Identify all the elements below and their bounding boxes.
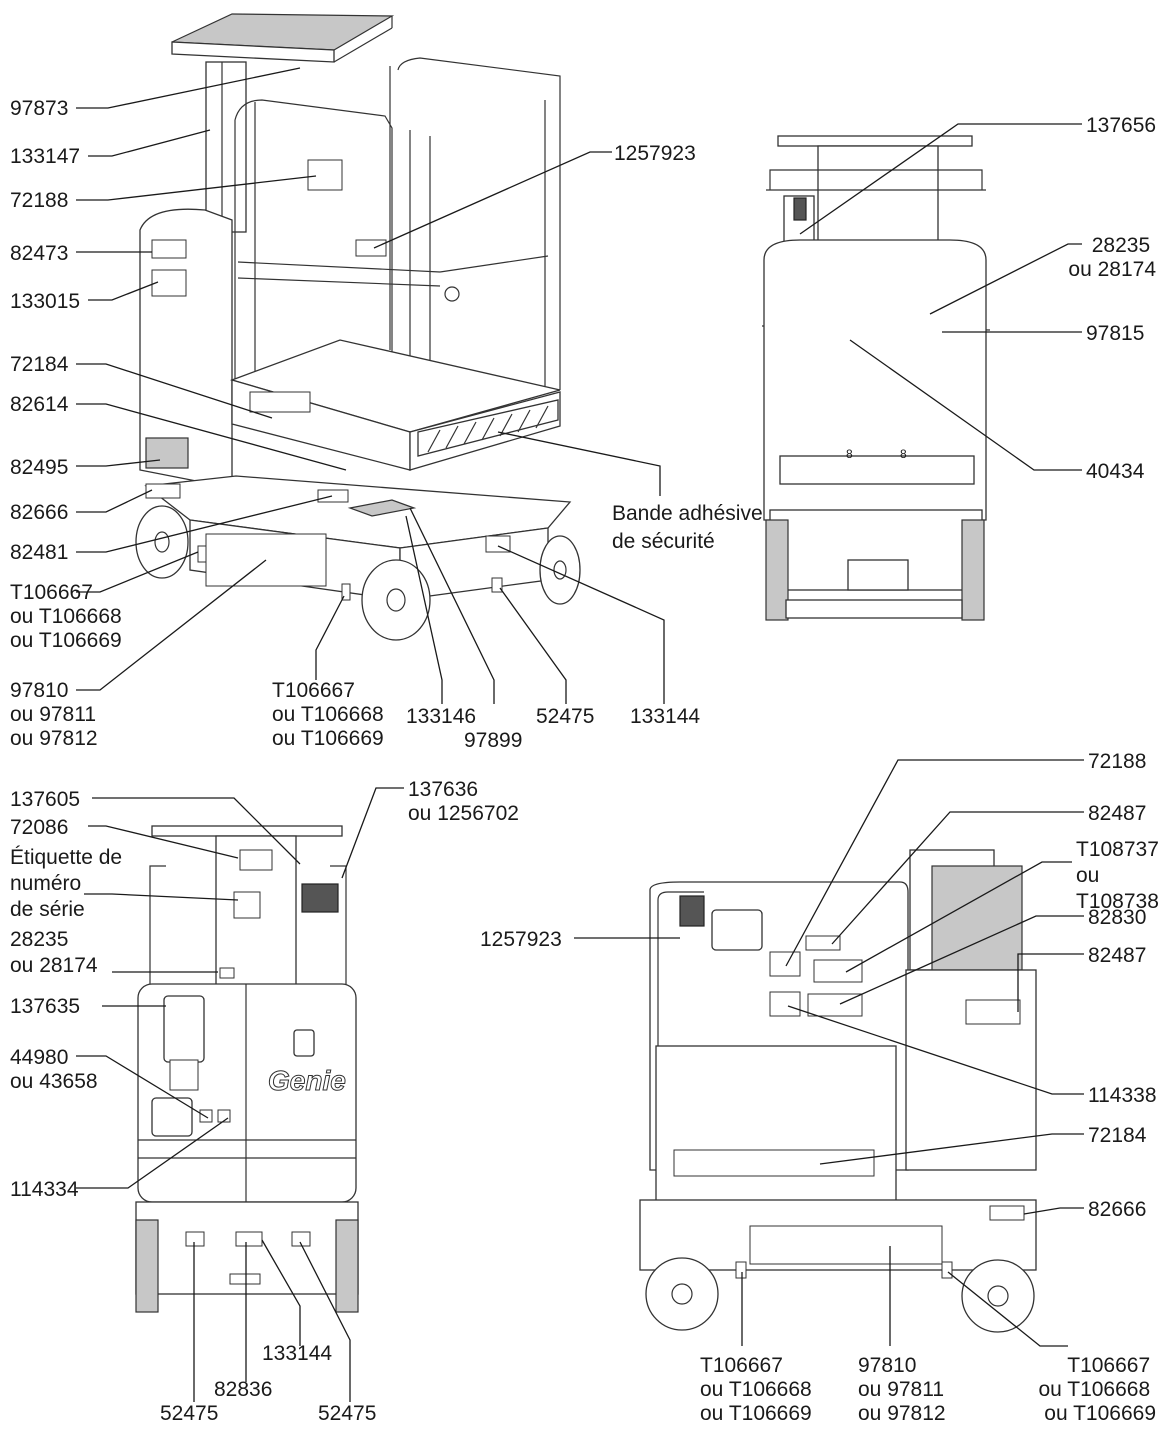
genie-brand: Genie (268, 1065, 346, 1096)
decal-label-72184-side: 72184 (1088, 1124, 1147, 1147)
svg-text:82836: 82836 (214, 1378, 272, 1401)
decal-label-t106667-side-right: T106667 ou T106668 ou T106669 (1038, 1354, 1156, 1425)
svg-text:82666: 82666 (1088, 1198, 1146, 1221)
decal-label-133144-bottom: 133144 (262, 1342, 332, 1365)
decal-label-44980: 44980 ou 43658 (10, 1046, 98, 1093)
decal-label-97810-left: 97810 ou 97811 ou 97812 (10, 679, 102, 750)
decal-label-t108737: T108737 ou T108738 (1076, 838, 1162, 913)
decal-label-72188-side: 72188 (1088, 750, 1146, 773)
decal-label-t106667-center: T106667 ou T106668 ou T106669 (272, 679, 390, 750)
decal-label-serial-number: Étiquette de numéro de série (10, 846, 128, 921)
view-top-right-machine: 8 8 (761, 135, 991, 621)
svg-text:72188: 72188 (1088, 750, 1146, 773)
decal-label-137605: 137605 (10, 788, 80, 811)
decal-label-133146: 133146 (406, 705, 476, 728)
svg-text:1257923: 1257923 (614, 142, 696, 165)
decal-label-114334: 114334 (10, 1178, 79, 1201)
decal-label-82487-top: 82487 (1088, 802, 1146, 825)
svg-text:114334: 114334 (10, 1178, 79, 1201)
safety-tape (417, 399, 559, 457)
svg-text:8: 8 (846, 447, 853, 461)
svg-text:97873: 97873 (10, 97, 68, 120)
svg-text:52475: 52475 (160, 1402, 218, 1425)
decal-labels: 97873 133147 72188 82473 133015 72184 82… (10, 97, 1162, 1425)
svg-text:72188: 72188 (10, 189, 68, 212)
decal-label-1257923-side: 1257923 (480, 928, 562, 951)
svg-text:114338: 114338 (1088, 1084, 1157, 1107)
svg-text:82830: 82830 (1088, 906, 1146, 929)
svg-text:52475: 52475 (318, 1402, 376, 1425)
decal-label-137656: 137656 (1086, 114, 1156, 137)
leader-lines (76, 67, 1084, 1402)
decal-label-82666: 82666 (10, 501, 68, 524)
decal-label-137635: 137635 (10, 995, 80, 1018)
decal-label-97873: 97873 (10, 97, 68, 120)
decal-label-114338: 114338 (1088, 1084, 1157, 1107)
decal-label-72086: 72086 (10, 816, 68, 839)
decal-label-137636: 137636 ou 1256702 (408, 778, 519, 825)
decal-label-82481: 82481 (10, 541, 68, 564)
svg-text:137635: 137635 (10, 995, 80, 1018)
view-bottom-left-machine: Genie (135, 825, 359, 1313)
svg-text:52475: 52475 (536, 705, 594, 728)
decal-label-safety-tape: Bande adhésive de sécurité (612, 502, 768, 553)
view-bottom-right-machine (639, 849, 1037, 1333)
decal-label-1257923-top: 1257923 (614, 142, 696, 165)
decal-label-82666-side: 82666 (1088, 1198, 1146, 1221)
decal-label-97815: 97815 (1086, 322, 1144, 345)
decal-label-28235-bottom: 28235 ou 28174 (10, 928, 98, 977)
svg-text:137656: 137656 (1086, 114, 1156, 137)
svg-text:133146: 133146 (406, 705, 476, 728)
decal-label-133144-top: 133144 (630, 705, 700, 728)
svg-text:82473: 82473 (10, 242, 68, 265)
svg-text:97815: 97815 (1086, 322, 1144, 345)
svg-text:82487: 82487 (1088, 944, 1146, 967)
svg-text:133015: 133015 (10, 290, 80, 313)
svg-text:133144: 133144 (262, 1342, 332, 1365)
decal-label-82614: 82614 (10, 393, 69, 416)
decal-label-133015: 133015 (10, 290, 80, 313)
svg-text:82666: 82666 (10, 501, 68, 524)
svg-text:133147: 133147 (10, 145, 80, 168)
svg-text:72184: 72184 (1088, 1124, 1147, 1147)
svg-text:133144: 133144 (630, 705, 700, 728)
decal-label-28235-top: 28235 ou 28174 (1068, 234, 1156, 281)
svg-text:137605: 137605 (10, 788, 80, 811)
svg-text:82487: 82487 (1088, 802, 1146, 825)
view-top-left-machine (135, 13, 581, 641)
decal-label-97899: 97899 (464, 729, 522, 752)
decal-label-40434: 40434 (1086, 460, 1145, 483)
decal-label-82830: 82830 (1088, 906, 1146, 929)
decal-label-52475-top: 52475 (536, 705, 594, 728)
svg-text:82614: 82614 (10, 393, 69, 416)
svg-text:72086: 72086 (10, 816, 68, 839)
decal-label-133147: 133147 (10, 145, 80, 168)
decal-label-72184: 72184 (10, 353, 69, 376)
decal-label-t106667-left: T106667 ou T106668 ou T106669 (10, 581, 128, 652)
decal-label-t106667-side-left: T106667 ou T106668 ou T106669 (700, 1354, 818, 1425)
svg-text:40434: 40434 (1086, 460, 1145, 483)
svg-text:97899: 97899 (464, 729, 522, 752)
decal-label-82495: 82495 (10, 456, 68, 479)
decal-label-72188: 72188 (10, 189, 68, 212)
decal-label-52475-right: 52475 (318, 1402, 376, 1425)
decal-label-52475-left: 52475 (160, 1402, 218, 1425)
svg-text:82481: 82481 (10, 541, 68, 564)
decal-label-97810-side: 97810 ou 97811 ou 97812 (858, 1354, 950, 1425)
decal-label-82836: 82836 (214, 1378, 272, 1401)
decal-label-82473: 82473 (10, 242, 68, 265)
svg-text:82495: 82495 (10, 456, 68, 479)
svg-text:72184: 72184 (10, 353, 69, 376)
decal-label-82487-bottom: 82487 (1088, 944, 1146, 967)
svg-text:8: 8 (900, 447, 907, 461)
svg-text:1257923: 1257923 (480, 928, 562, 951)
